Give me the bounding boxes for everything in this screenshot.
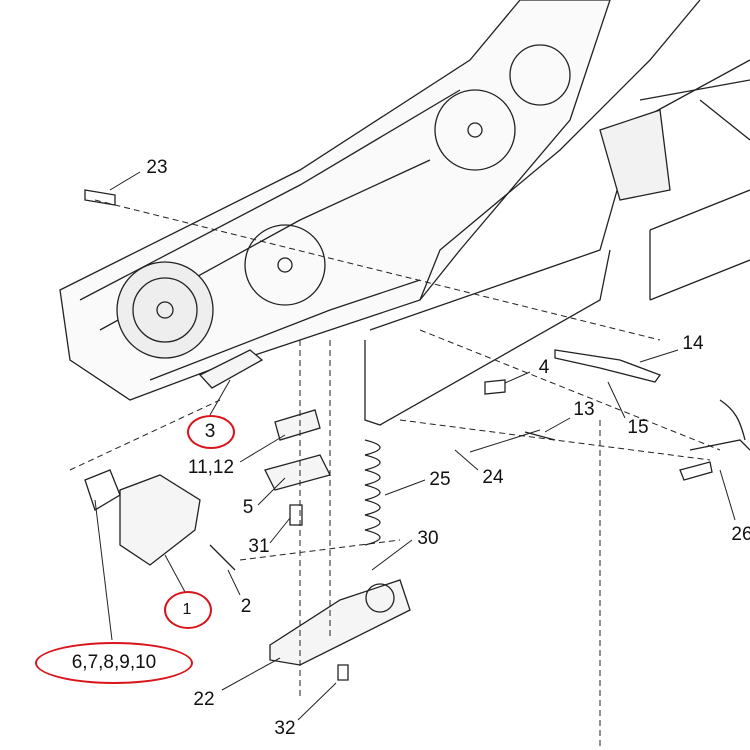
callout-31: 31: [248, 536, 270, 557]
feeder-frame: [59, 0, 750, 426]
wheels: [116, 44, 571, 359]
callout-23: 23: [146, 157, 168, 178]
callout-25: 25: [429, 469, 451, 490]
callout-5: 5: [242, 497, 254, 518]
callout-1: 1: [182, 601, 192, 618]
dashed-guides: [69, 199, 721, 750]
callout-30: 30: [417, 528, 439, 549]
parts: [84, 189, 750, 681]
callout-22: 22: [193, 689, 215, 710]
callout-13: 13: [573, 399, 595, 420]
highlight-ring-6-10: [35, 642, 193, 684]
callout-4: 4: [538, 357, 550, 378]
callout-32: 32: [274, 718, 296, 739]
callout-2: 2: [240, 596, 252, 617]
callout-11-12: 11,12: [187, 457, 235, 478]
callout-24: 24: [482, 467, 504, 488]
callout-15: 15: [627, 417, 649, 438]
callout-3: 3: [204, 421, 216, 442]
callout-6-7-8-9-10: 6,7,8,9,10: [71, 652, 157, 673]
callout-14: 14: [682, 333, 704, 354]
callout-26: 26: [731, 524, 750, 545]
highlight-ring-1: [164, 591, 212, 629]
highlight-ring-3: [187, 415, 235, 449]
leader-lines: [94, 171, 736, 721]
